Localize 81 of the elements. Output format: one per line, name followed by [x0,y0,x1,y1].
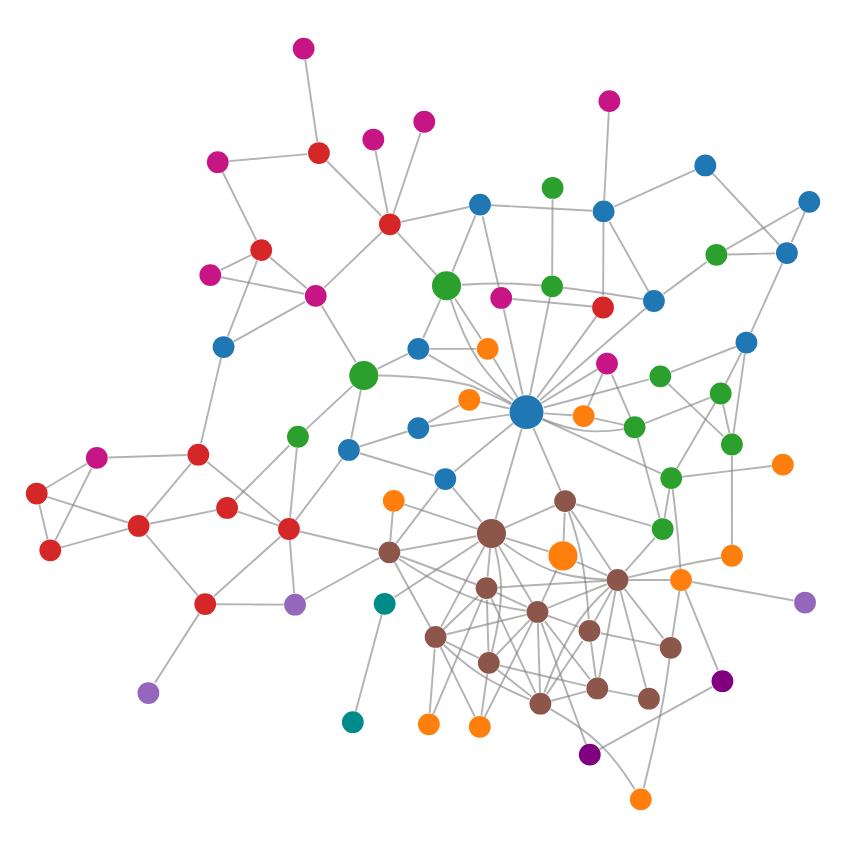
node-circle [592,199,615,222]
node-circle [578,742,601,765]
node-circle [458,387,481,410]
node-circle [469,192,491,215]
node-circle [349,359,379,390]
node-circle [39,538,62,561]
node-circle [194,592,217,614]
node-circle [798,189,821,212]
node-circle [407,337,430,359]
node-circle [694,153,717,176]
node-circle [337,438,360,460]
node-circle [477,651,500,673]
node-circle [292,36,315,59]
node-circle [711,669,734,692]
node-circle [638,686,660,709]
node-circle [670,568,692,590]
node-circle [206,150,229,173]
node-circle [424,625,447,647]
node-circle [212,335,235,357]
node-circle [643,289,665,311]
node-circle [373,591,396,614]
node-circle [378,540,401,563]
node-circle [586,676,609,699]
node-circle [432,270,462,300]
node-circle [526,600,549,622]
node-circle [554,489,577,511]
connector [490,596,537,693]
node-circle [572,404,595,426]
node-circle [490,286,513,308]
node-circle [476,336,499,359]
node-circle [541,274,563,297]
node-circle [475,576,498,598]
node-circle [709,381,732,404]
node-circle [476,518,506,548]
node-circle [468,714,491,737]
node-circle [137,681,160,703]
connector [549,707,636,790]
node-circle [304,284,327,306]
connector [539,306,647,401]
node-circle [629,787,652,810]
node-circle [434,467,457,489]
connector [206,460,282,523]
node-circle [216,496,238,518]
node-circle [509,394,544,429]
node-circle [794,590,816,613]
node-circle [578,618,601,641]
node-circle [407,416,430,438]
node-circle [362,127,385,150]
node-circle [382,488,405,511]
node-circle [721,432,743,455]
node-circle [199,263,222,285]
node-circle [541,176,564,198]
node-circle [378,212,401,235]
node-circle [127,514,150,536]
node-circle [771,452,794,475]
node-circle [25,481,48,504]
node-circle [592,295,614,318]
node-circle [651,517,674,539]
node-circle [187,442,210,465]
node-circle [776,241,798,263]
node-circle [413,109,436,132]
node-circle [529,691,552,714]
node-circle [417,712,440,735]
node-circle [721,543,743,566]
node-circle [660,466,683,489]
node-circle [85,445,108,468]
node-circle [308,141,330,163]
node-circle [623,415,646,438]
node-circle [649,364,672,387]
node-circle [548,540,578,570]
node-circle [278,517,300,539]
node-circle [606,568,629,590]
node-circle [250,238,273,261]
node-circle [598,89,621,112]
node-circle [596,351,618,374]
node-circle [659,635,682,658]
node-circle [705,242,728,265]
node-circle [341,710,364,733]
node-circle [287,424,309,447]
node-circle [735,330,758,353]
node-circle [284,592,306,615]
